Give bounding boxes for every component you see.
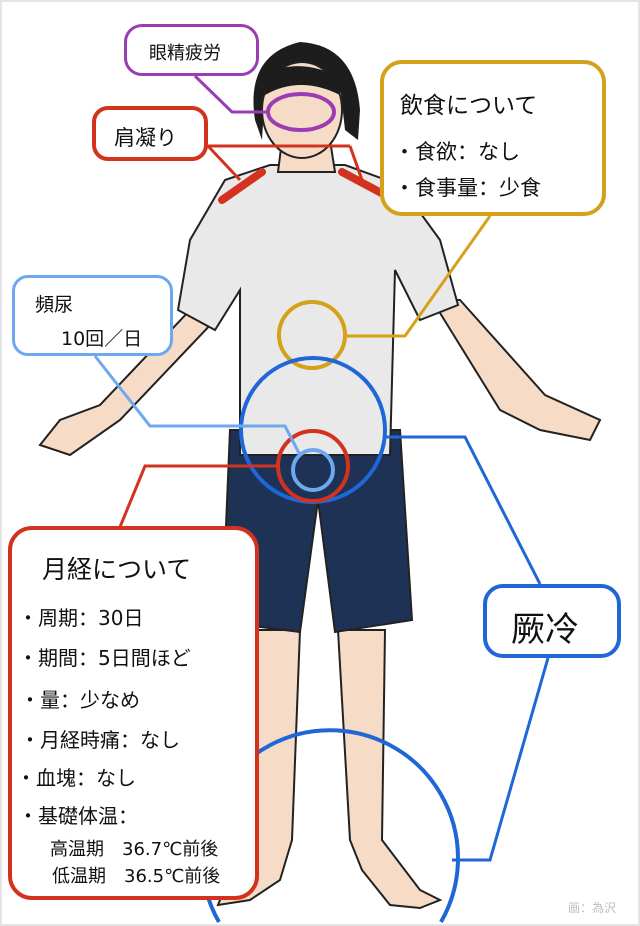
menstruation-title: 月経について — [42, 555, 192, 584]
diet-connector — [345, 215, 492, 338]
eye-marker — [266, 92, 336, 132]
stiff-shoulders-label: 肩凝り — [114, 126, 177, 150]
menstruation-item-clots: ・血塊：なし — [16, 766, 136, 790]
shoulder-marker-left — [218, 168, 266, 204]
illustration-credit: 画：為沢 — [568, 901, 617, 915]
bbt-low-phase: 低温期 36.5℃前後 — [52, 866, 221, 887]
stiff-shoulders-label-box: 肩凝り — [92, 106, 208, 161]
urination-title: 頻尿 — [35, 294, 74, 316]
urination-connector — [93, 355, 302, 456]
shirt — [176, 164, 460, 456]
menstruation-item-pain: ・月経時痛：なし — [20, 728, 180, 752]
stomach-marker — [277, 300, 347, 370]
menstruation-item-duration: ・期間：5日間ほど — [18, 646, 191, 670]
urination-value: 10回／日 — [61, 328, 143, 350]
menstruation-info-box: 月経について ・周期：30日 ・期間：5日間ほど ・量：少なめ ・月経時痛：なし… — [8, 526, 259, 900]
bladder-marker — [291, 448, 335, 492]
cold-limbs-label: 厥冷 — [511, 610, 579, 650]
urination-info-box: 頻尿 10回／日 — [12, 275, 173, 356]
shoulder-marker-right — [338, 168, 389, 199]
hair-fringe — [265, 66, 345, 95]
hair — [253, 42, 360, 140]
menstruation-item-amount: ・量：少なめ — [20, 688, 140, 712]
menstruation-item-cycle: ・周期：30日 — [18, 606, 144, 630]
diet-item-amount: ・食事量：少食 — [394, 176, 541, 200]
diet-item-appetite: ・食欲：なし — [394, 140, 520, 164]
diet-title: 飲食について — [400, 93, 538, 119]
shoulder-connector — [206, 144, 364, 182]
cold-connector-upper — [385, 435, 542, 585]
diet-info-box: 飲食について ・食欲：なし ・食事量：少食 — [380, 60, 606, 216]
menstruation-item-bbt: ・基礎体温： — [18, 804, 138, 828]
eye-strain-label: 眼精疲労 — [149, 43, 221, 64]
eye-strain-label-box: 眼精疲労 — [124, 24, 259, 76]
menstruation-connector — [118, 464, 280, 528]
bbt-high-phase: 高温期 36.7℃前後 — [50, 839, 219, 860]
cold-connector-lower — [452, 657, 550, 862]
eye-connector — [193, 74, 270, 114]
cold-limbs-label-box: 厥冷 — [483, 584, 621, 658]
